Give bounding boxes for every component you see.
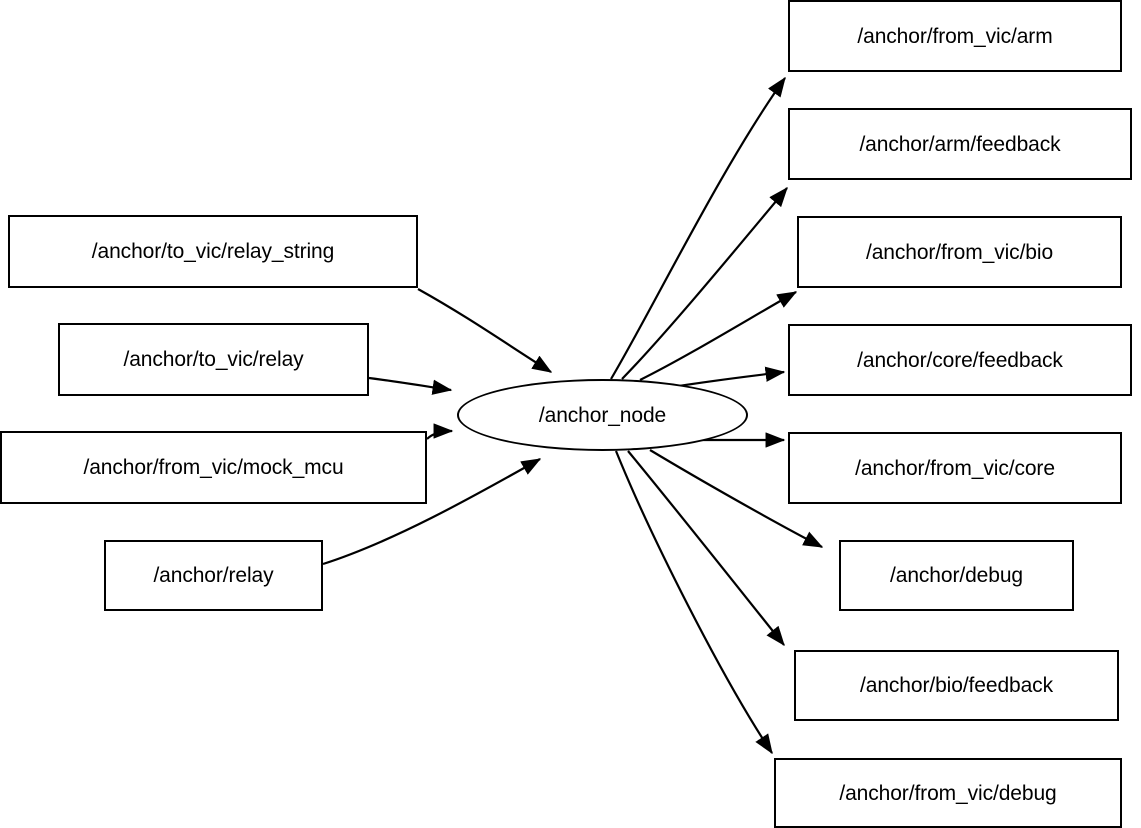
graph-edge <box>621 186 788 380</box>
node-box-to-vic-relay-string[interactable]: /anchor/to_vic/relay_string <box>8 215 418 288</box>
graph-edge <box>368 376 453 395</box>
graph-edge <box>610 76 786 380</box>
node-box-arm-feedback[interactable]: /anchor/arm/feedback <box>788 108 1132 180</box>
node-label: /anchor/to_vic/relay_string <box>91 240 335 263</box>
node-label: /anchor/from_vic/core <box>855 456 1055 480</box>
node-box-from-vic-mock-mcu[interactable]: /anchor/from_vic/mock_mcu <box>0 431 427 504</box>
graph-edge <box>426 423 454 440</box>
graph-edge <box>639 291 798 381</box>
node-label: /anchor/to_vic/relay <box>123 348 304 371</box>
node-box-relay[interactable]: /anchor/relay <box>104 540 323 611</box>
node-ellipse-anchor-node[interactable]: /anchor_node <box>457 379 748 451</box>
node-label: /anchor/arm/feedback <box>859 132 1061 156</box>
graph-edge <box>614 450 773 755</box>
node-label: /anchor/from_vic/bio <box>865 240 1054 264</box>
node-box-from-vic-debug[interactable]: /anchor/from_vic/debug <box>774 758 1122 828</box>
node-label: /anchor/relay <box>153 564 274 587</box>
node-label: /anchor/bio/feedback <box>860 674 1053 697</box>
node-label: /anchor/core/feedback <box>857 348 1063 372</box>
node-box-to-vic-relay[interactable]: /anchor/to_vic/relay <box>58 323 369 396</box>
node-label: /anchor_node <box>538 403 667 427</box>
node-box-from-vic-core[interactable]: /anchor/from_vic/core <box>788 432 1122 504</box>
node-box-debug[interactable]: /anchor/debug <box>839 540 1074 611</box>
node-box-core-feedback[interactable]: /anchor/core/feedback <box>788 324 1132 396</box>
node-label: /anchor/from_vic/arm <box>857 24 1053 48</box>
graph-edge <box>417 288 553 373</box>
graph-edge <box>627 450 785 647</box>
node-label: /anchor/debug <box>890 564 1023 587</box>
node-box-bio-feedback[interactable]: /anchor/bio/feedback <box>794 650 1119 721</box>
node-label: /anchor/from_vic/mock_mcu <box>83 456 344 479</box>
node-box-from-vic-bio[interactable]: /anchor/from_vic/bio <box>797 216 1122 288</box>
node-box-from-vic-arm[interactable]: /anchor/from_vic/arm <box>788 0 1122 72</box>
node-label: /anchor/from_vic/debug <box>839 781 1057 805</box>
